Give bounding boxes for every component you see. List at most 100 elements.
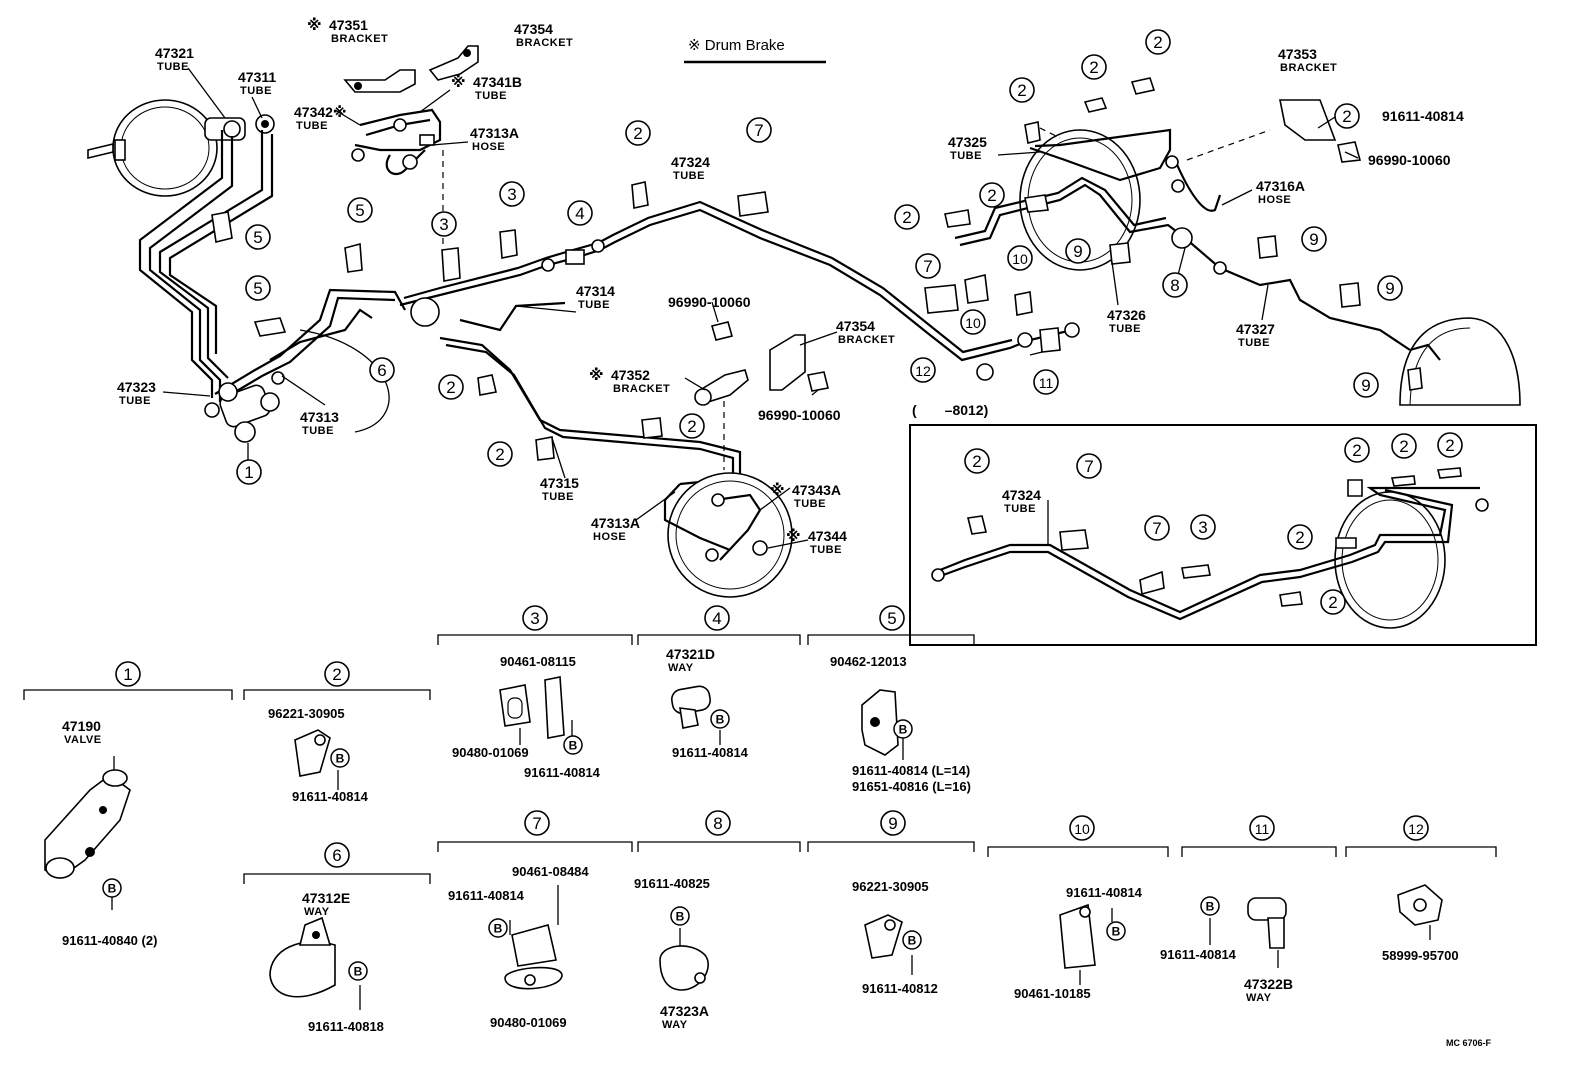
drum-brake-mark: ※ <box>307 16 322 34</box>
part-label-47342: 47342※TUBE <box>294 104 347 132</box>
callout-12: 12 <box>910 357 936 383</box>
part-description: TUBE <box>542 491 574 503</box>
part-number: 47311 <box>238 69 276 85</box>
callout-4: 4 <box>567 200 593 226</box>
part-description: BRACKET <box>331 33 388 45</box>
svg-text:3: 3 <box>507 185 516 204</box>
svg-text:9: 9 <box>1361 376 1370 395</box>
inset-tubes <box>931 467 1489 629</box>
svg-text:2: 2 <box>972 452 981 471</box>
svg-text:B: B <box>108 882 117 896</box>
part-description: VALVE <box>64 734 102 746</box>
part-number: 47313A <box>591 515 640 531</box>
part-number: 91611-40825 <box>634 876 710 891</box>
part-description: TUBE <box>950 150 982 162</box>
part-number: 47321D <box>666 646 715 662</box>
center-tube-run <box>399 200 1080 486</box>
part-description: BRACKET <box>613 383 670 395</box>
inset-frame <box>909 424 1537 646</box>
svg-text:9: 9 <box>1385 279 1394 298</box>
detail-number: 7 <box>532 814 541 833</box>
part-description: TUBE <box>119 395 151 407</box>
part-number: 91611-40814 <box>292 789 369 804</box>
part-description: TUBE <box>240 85 272 97</box>
callout-10: 10 <box>1007 245 1033 271</box>
svg-text:2: 2 <box>1017 81 1026 100</box>
svg-text:10: 10 <box>965 315 981 331</box>
bolt-symbol: B <box>563 735 583 755</box>
callout-5: 5 <box>347 197 373 223</box>
callout-7: 7 <box>1076 453 1102 479</box>
svg-text:2: 2 <box>987 186 996 205</box>
part-number: 90462-12013 <box>830 654 907 669</box>
part-number: 47324 <box>1002 487 1041 503</box>
part-number: 47353 <box>1278 46 1317 62</box>
drum-brake-mark: ※ <box>786 527 801 545</box>
svg-text:5: 5 <box>253 279 262 298</box>
part-number: 91611-40814 <box>448 888 525 903</box>
callout-2: 2 <box>1287 524 1313 550</box>
callout-2: 2 <box>1334 103 1360 129</box>
part-description: HOSE <box>1258 194 1291 206</box>
part-description: TUBE <box>578 299 610 311</box>
part-description: TUBE <box>1109 323 1141 335</box>
part-number: 47316A <box>1256 178 1305 194</box>
svg-text:2: 2 <box>902 208 911 227</box>
part-number: 47327 <box>1236 321 1275 337</box>
detail-number: 3 <box>530 609 539 628</box>
part-number: 90480-01069 <box>490 1015 567 1030</box>
callout-10: 10 <box>960 309 986 335</box>
svg-text:2: 2 <box>1342 107 1351 126</box>
part-number: 90480-01069 <box>452 745 529 760</box>
svg-text:3: 3 <box>439 215 448 234</box>
svg-text:2: 2 <box>1295 528 1304 547</box>
callout-2: 2 <box>1081 54 1107 80</box>
part-number: 91611-40814 <box>1160 947 1237 962</box>
drum-brake-mark: ※ <box>589 366 604 384</box>
callout-2: 2 <box>1437 432 1463 458</box>
svg-text:2: 2 <box>1399 437 1408 456</box>
callout-9: 9 <box>1377 275 1403 301</box>
part-description: WAY <box>662 1019 688 1031</box>
callout-8: 8 <box>1162 272 1188 298</box>
part-number: 90461-08115 <box>500 654 576 669</box>
svg-text:B: B <box>1206 900 1215 914</box>
callout-2: 2 <box>1391 433 1417 459</box>
bolt-symbol: B <box>1200 896 1220 916</box>
part-description: TUBE <box>810 544 842 556</box>
drum-right <box>1399 317 1521 406</box>
part-label-9699010060: 96990-10060 <box>668 294 751 310</box>
part-number: 96221-30905 <box>268 706 345 721</box>
drum-brake-mark: ※ <box>770 481 785 499</box>
callout-9: 9 <box>1301 226 1327 252</box>
part-number: 91611-40814 (L=14) <box>852 763 970 778</box>
upper-brackets <box>343 45 479 93</box>
svg-text:1: 1 <box>244 463 253 482</box>
svg-text:7: 7 <box>754 121 763 140</box>
detail-number: 2 <box>332 665 341 684</box>
callout-7: 7 <box>1144 515 1170 541</box>
part-number: 47342※ <box>294 104 347 120</box>
svg-text:2: 2 <box>1153 33 1162 52</box>
callout-7: 7 <box>915 253 941 279</box>
svg-text:4: 4 <box>575 204 584 223</box>
callout-5: 5 <box>245 224 271 250</box>
svg-text:10: 10 <box>1012 251 1028 267</box>
legend-drum-brake: ※ Drum Brake <box>688 37 785 54</box>
part-number: 91611-40814 <box>1382 108 1464 124</box>
bolt-symbol: B <box>902 930 922 950</box>
svg-text:5: 5 <box>253 228 262 247</box>
part-number: 47354 <box>836 318 875 334</box>
